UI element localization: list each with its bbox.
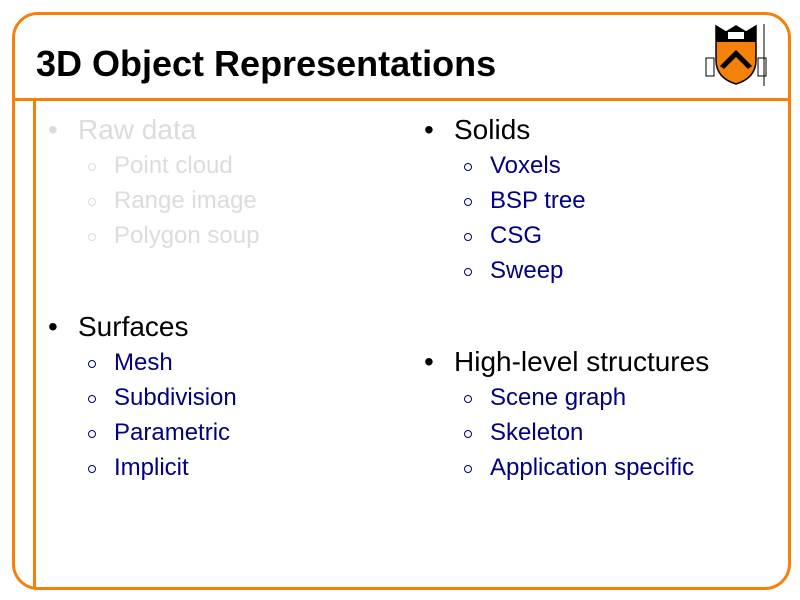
bullet-heading: Surfaces [48, 309, 259, 345]
bullet-heading: Solids [424, 112, 709, 148]
left-rule [33, 100, 36, 587]
bullet-heading: Raw data [48, 112, 259, 148]
sub-item: Sweep [424, 253, 709, 288]
princeton-shield-logo [705, 24, 767, 86]
slide-title: 3D Object Representations [36, 43, 497, 84]
sub-item: Parametric [48, 415, 259, 450]
bullet-raw-data: Raw data Point cloud Range image Polygon… [48, 112, 259, 253]
bullet-surfaces: Surfaces Mesh Subdivision Parametric Imp… [48, 309, 259, 485]
slide-frame [12, 12, 791, 590]
sub-item: Mesh [48, 345, 259, 380]
sub-item: Range image [48, 183, 259, 218]
sub-item: Application specific [424, 450, 709, 485]
right-column: Solids Voxels BSP tree CSG Sweep High-le… [424, 112, 709, 485]
bullet-heading: High-level structures [424, 344, 709, 380]
sub-item: Implicit [48, 450, 259, 485]
sub-item: Scene graph [424, 380, 709, 415]
bullet-high-level-structures: High-level structures Scene graph Skelet… [424, 344, 709, 485]
sub-item: CSG [424, 218, 709, 253]
sub-item: Subdivision [48, 380, 259, 415]
sub-item: BSP tree [424, 183, 709, 218]
sub-item: Point cloud [48, 148, 259, 183]
sub-item: Voxels [424, 148, 709, 183]
sub-item: Skeleton [424, 415, 709, 450]
left-column: Raw data Point cloud Range image Polygon… [48, 112, 259, 485]
title-divider [13, 98, 788, 101]
bullet-solids: Solids Voxels BSP tree CSG Sweep [424, 112, 709, 288]
sub-item: Polygon soup [48, 218, 259, 253]
